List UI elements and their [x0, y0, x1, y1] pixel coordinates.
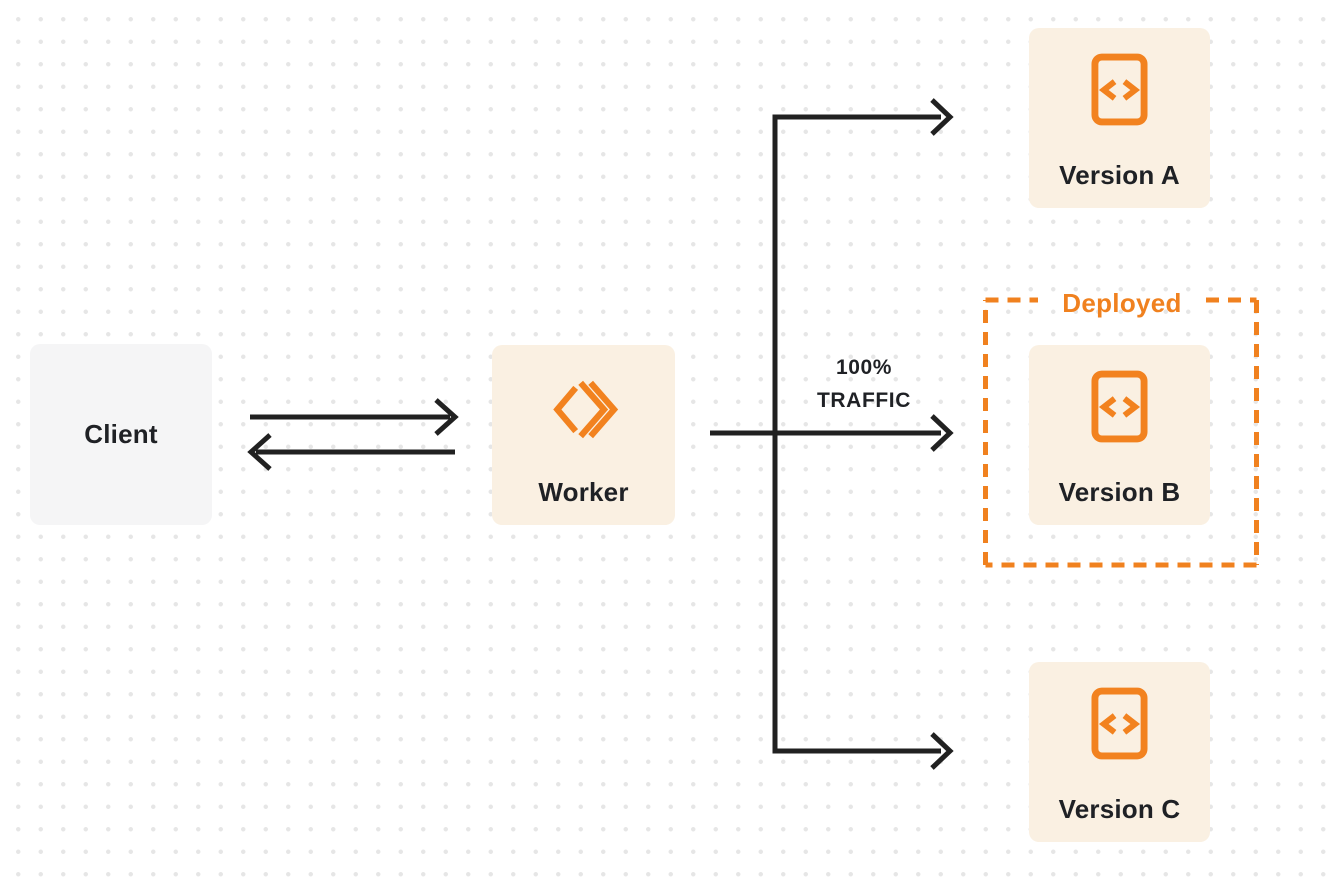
version-b-node: Version B: [1029, 345, 1210, 525]
traffic-label: 100% TRAFFIC: [789, 351, 939, 417]
worker-node: Worker: [492, 345, 675, 525]
version-c-node: Version C: [1029, 662, 1210, 842]
worker-label: Worker: [538, 477, 629, 507]
version-b-label: Version B: [1058, 477, 1181, 507]
arrow-version-a-head: [930, 98, 954, 136]
traffic-percent: 100%: [835, 356, 893, 379]
arrow-version-b-head: [930, 414, 954, 452]
code-file-icon: [1091, 370, 1148, 448]
deployed-label: Deployed: [1062, 288, 1182, 318]
client-label: Client: [84, 419, 158, 449]
traffic-word: TRAFFIC: [816, 389, 911, 412]
cloudflare-workers-icon: [549, 376, 619, 448]
version-c-label: Version C: [1058, 794, 1181, 824]
version-a-node: Version A: [1029, 28, 1210, 208]
arrow-worker-to-client-head: [247, 433, 272, 471]
client-node: Client: [30, 344, 212, 525]
arrow-client-to-worker-head: [434, 398, 459, 436]
version-a-label: Version A: [1059, 160, 1180, 190]
code-file-icon: [1091, 687, 1148, 765]
code-file-icon: [1091, 53, 1148, 131]
arrow-version-c-head: [930, 732, 954, 770]
